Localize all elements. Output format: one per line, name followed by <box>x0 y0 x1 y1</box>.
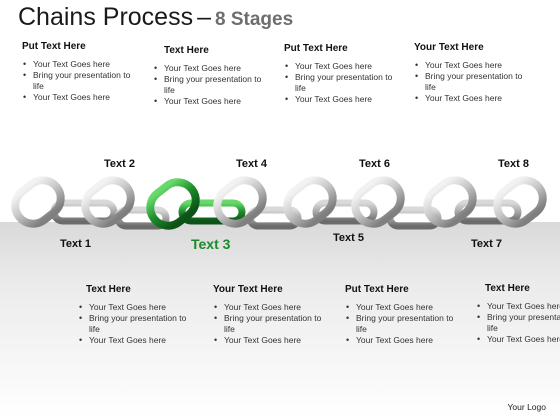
chain-link-side-7 <box>454 199 522 225</box>
box-heading: Put Text Here <box>345 284 409 295</box>
stage-label-2: Text 2 <box>104 158 135 170</box>
chain-link-7 <box>423 176 477 228</box>
chain-link-4 <box>213 176 267 228</box>
chain-link-3-highlight <box>146 178 200 230</box>
bullet-list: Your Text Goes here Bring your presentat… <box>414 60 524 104</box>
bullet-item: Your Text Goes here <box>345 302 455 313</box>
page-title: Chains Process–8 Stages <box>18 3 293 32</box>
stage-label-5: Text 5 <box>333 232 364 244</box>
bullet-item: Your Text Goes here <box>345 335 455 346</box>
bullet-item: Your Text Goes here <box>78 302 188 313</box>
box-heading: Put Text Here <box>284 43 348 54</box>
stage-label-4: Text 4 <box>236 158 267 170</box>
bullet-item: Bring your presentation to life <box>414 71 524 93</box>
top-text-box-4: Your Text Here Your Text Goes here Bring… <box>414 42 524 104</box>
bullet-list: Your Text Goes here Bring your presentat… <box>153 63 263 107</box>
box-heading: Text Here <box>485 283 530 294</box>
bottom-text-box-3: Put Text Here Your Text Goes here Bring … <box>345 284 455 346</box>
stage-label-6: Text 6 <box>359 158 390 170</box>
bullet-item: Bring your presentation to life <box>345 313 455 335</box>
chain-link-2 <box>81 176 135 228</box>
chain-link-6 <box>351 176 405 228</box>
stage-label-8: Text 8 <box>498 158 529 170</box>
chain-link-8 <box>493 176 547 228</box>
bullet-item: Bring your presentation to life <box>213 313 323 335</box>
bullet-list: Your Text Goes here Bring your presentat… <box>213 302 323 346</box>
bullet-item: Your Text Goes here <box>22 59 132 70</box>
top-text-box-3: Put Text Here Your Text Goes here Bring … <box>284 43 394 105</box>
box-heading: Your Text Here <box>213 284 283 295</box>
bullet-item: Your Text Goes here <box>476 334 560 345</box>
box-heading: Text Here <box>164 45 209 56</box>
bottom-text-box-4: Text Here Your Text Goes here Bring your… <box>476 283 560 345</box>
bullet-list: Your Text Goes here Bring your presentat… <box>78 302 188 346</box>
bullet-item: Your Text Goes here <box>284 61 394 72</box>
bullet-item: Your Text Goes here <box>153 96 263 107</box>
bullet-item: Bring your presentation to life <box>22 70 132 92</box>
bullet-item: Your Text Goes here <box>213 335 323 346</box>
bullet-list: Your Text Goes here Bring your presentat… <box>284 61 394 105</box>
title-subtitle: 8 Stages <box>214 9 294 30</box>
bullet-item: Your Text Goes here <box>476 301 560 312</box>
box-heading: Put Text Here <box>22 41 86 52</box>
bullet-item: Your Text Goes here <box>414 60 524 71</box>
chain-diagram <box>11 176 547 230</box>
bullet-item: Bring your presentation to life <box>153 74 263 96</box>
title-separator: – <box>197 3 211 31</box>
box-heading: Your Text Here <box>414 42 484 53</box>
bullet-item: Your Text Goes here <box>78 335 188 346</box>
top-text-box-2: Text Here Your Text Goes here Bring your… <box>153 45 263 107</box>
chain-link-1 <box>11 176 65 228</box>
bullet-list: Your Text Goes here Bring your presentat… <box>476 301 560 345</box>
stage-label-3-highlight: Text 3 <box>191 236 231 252</box>
chain-link-5 <box>283 176 337 228</box>
logo-placeholder: Your Logo <box>507 402 546 412</box>
bullet-list: Your Text Goes here Bring your presentat… <box>345 302 455 346</box>
bullet-item: Bring your presentation to life <box>476 312 560 334</box>
bullet-item: Your Text Goes here <box>213 302 323 313</box>
chain-link-side-5 <box>312 199 378 225</box>
box-heading: Text Here <box>86 284 131 295</box>
stage-label-1: Text 1 <box>60 238 91 250</box>
title-main: Chains Process <box>18 3 194 31</box>
bullet-item: Bring your presentation to life <box>284 72 394 94</box>
bullet-item: Bring your presentation to life <box>78 313 188 335</box>
bullet-item: Your Text Goes here <box>22 92 132 103</box>
bottom-text-box-1: Text Here Your Text Goes here Bring your… <box>78 284 188 346</box>
bullet-item: Your Text Goes here <box>284 94 394 105</box>
bottom-text-box-2: Your Text Here Your Text Goes here Bring… <box>213 284 323 346</box>
top-text-box-1: Put Text Here Your Text Goes here Bring … <box>22 41 132 103</box>
bullet-list: Your Text Goes here Bring your presentat… <box>22 59 132 103</box>
stage-label-7: Text 7 <box>471 238 502 250</box>
bullet-item: Your Text Goes here <box>153 63 263 74</box>
bullet-item: Your Text Goes here <box>414 93 524 104</box>
chain-link-side-3-highlight <box>178 199 246 225</box>
